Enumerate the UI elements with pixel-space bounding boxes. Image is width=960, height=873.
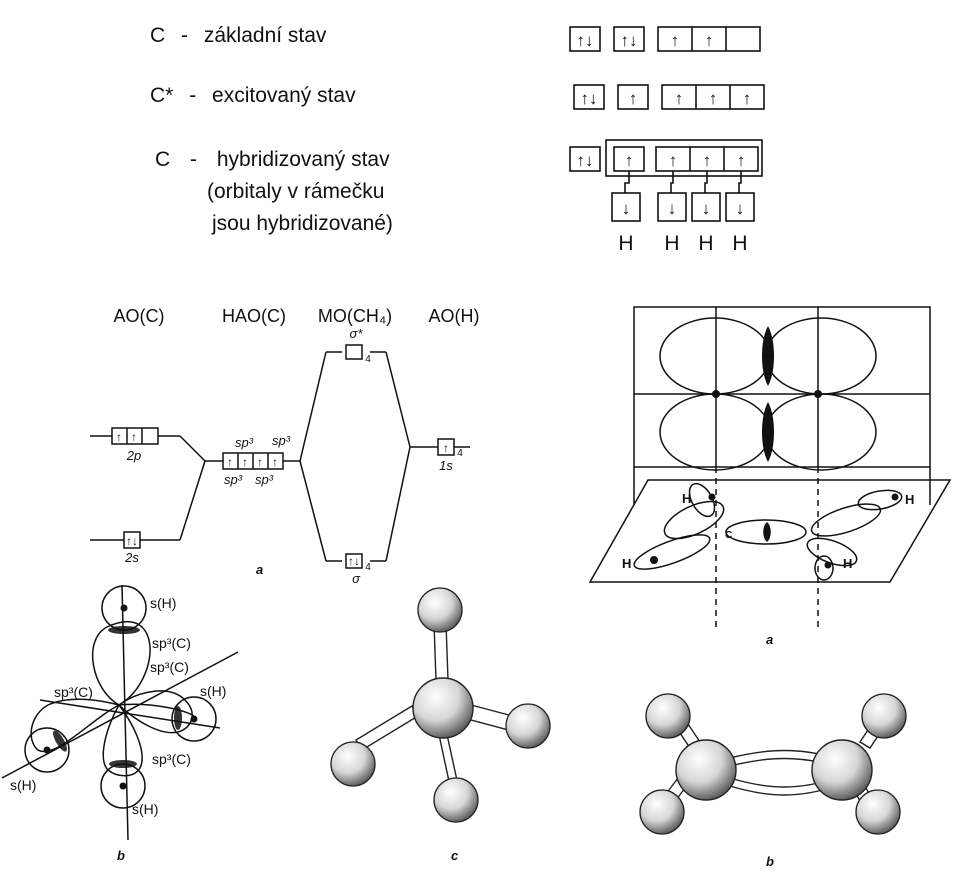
methane-model [330,587,551,823]
e2p-arrow1: ↑ [116,430,122,444]
hybrid-box4-arrow: ↑ [703,151,712,170]
sigma-arrows: ↑↓ [348,554,360,568]
eth-h-label-tr: H [905,492,914,507]
excited-box2-arrow: ↑ [629,89,638,108]
state-excited-label: C* - excitovaný stav [150,84,356,108]
h-label-1: H [618,232,633,255]
energy-levels [90,344,470,569]
level-2p-label: 2p [126,448,141,463]
state-hybrid-note1: (orbitaly v rámečku [207,180,385,203]
ethylene-orbital-panel-label: a [766,632,773,647]
eth-h-label-br: H [843,556,852,571]
h-box2-arrow: ↓ [668,199,677,218]
hao-arrow4: ↑ [272,455,278,469]
state-hybrid-symbol: C [155,148,171,171]
ground-box3-arrow: ↑ [671,31,680,50]
ground-state-boxes [569,26,761,52]
hao-sp3-tr: sp³ [272,433,291,448]
hao-arrow1: ↑ [227,455,233,469]
energy-panel-label: a [256,562,263,577]
level-2s-label: 2s [124,550,139,565]
meth-label-sh-top: s(H) [150,595,176,611]
methane-orbital-panel-label: b [117,848,125,863]
methane-orbital-drawing [1,584,239,841]
ethylene-model [639,693,907,835]
hybrid-box3-arrow: ↑ [669,151,678,170]
meth-label-sh-bottom: s(H) [132,801,158,817]
eth-h-label-tl: H [682,491,691,506]
state-excited-dash: - [189,84,197,107]
ethylene-model-panel-label: b [766,854,774,869]
level-1s-label: 1s [439,458,453,473]
excited-state-boxes [573,84,765,110]
state-ground-symbol: C [150,24,166,47]
state-hybrid-note2: jsou hybridizované) [212,212,393,235]
h-label-4: H [732,232,747,255]
e2s-arrows: ↑↓ [126,534,138,548]
hao-sp3-br: sp³ [255,472,274,487]
methane-orbital-nuclei [43,604,198,790]
sigma-star-sub: 4 [365,354,371,365]
ground-box1-arrows: ↑↓ [577,31,594,50]
h-box4-arrow: ↓ [736,199,745,218]
methane-orbital-fills [53,626,182,768]
ground-box2-arrows: ↑↓ [621,31,638,50]
meth-label-sh-right: s(H) [200,683,226,699]
state-hybrid-name: hybridizovaný stav [216,148,390,171]
hybrid-box5-arrow: ↑ [737,151,746,170]
state-hybrid-label: C - hybridizovaný stav [155,148,390,172]
eth-h-label-bl: H [622,556,631,571]
state-ground-label: C - základní stav [150,24,326,48]
hao-sp3-bl: sp³ [224,472,243,487]
excited-box5-arrow: ↑ [743,89,752,108]
h-box3-arrow: ↓ [702,199,711,218]
hao-arrow3: ↑ [257,455,263,469]
e1s-arrow: ↑ [443,441,449,455]
ethylene-orbital-fills [650,326,899,569]
eth-c-label: C [725,530,732,541]
hybrid-box1-arrows: ↑↓ [577,151,594,170]
ground-box4-arrow: ↑ [705,31,714,50]
state-hybrid-dash: - [190,148,198,171]
state-ground-dash: - [181,24,189,47]
excited-box4-arrow: ↑ [709,89,718,108]
meth-label-sh-left: s(H) [10,777,36,793]
col-mo-ch4: MO(CH₄) [318,306,392,326]
hybrid-state-boxes [569,139,763,222]
state-ground-name: základní stav [203,24,327,47]
excited-box1-arrows: ↑↓ [581,89,598,108]
h-box1-arrow: ↓ [622,199,631,218]
h-label-2: H [664,232,679,255]
meth-label-sp3-left: sp³(C) [54,684,93,700]
meth-label-sp3-1: sp³(C) [152,635,191,651]
h-label-3: H [698,232,713,255]
state-excited-symbol: C* [150,84,174,107]
meth-label-sp3-2: sp³(C) [150,659,189,675]
hao-sp3-tl: sp³ [235,435,254,450]
excited-box3-arrow: ↑ [675,89,684,108]
hao-arrow2: ↑ [242,455,248,469]
sigma-star-label: σ* [350,326,364,341]
sigma-sub: 4 [365,562,371,573]
col-ao-c: AO(C) [114,306,165,326]
col-ao-h: AO(H) [429,306,480,326]
meth-label-sp3-bottom: sp³(C) [152,751,191,767]
methane-model-panel-label: c [451,848,459,863]
col-hao-c: HAO(C) [222,306,286,326]
state-excited-name: excitovaný stav [212,84,356,107]
hybrid-box2-arrow: ↑ [625,151,634,170]
e2p-arrow2: ↑ [131,430,137,444]
sigma-label: σ [352,571,361,586]
e1s-sub: 4 [457,448,463,459]
